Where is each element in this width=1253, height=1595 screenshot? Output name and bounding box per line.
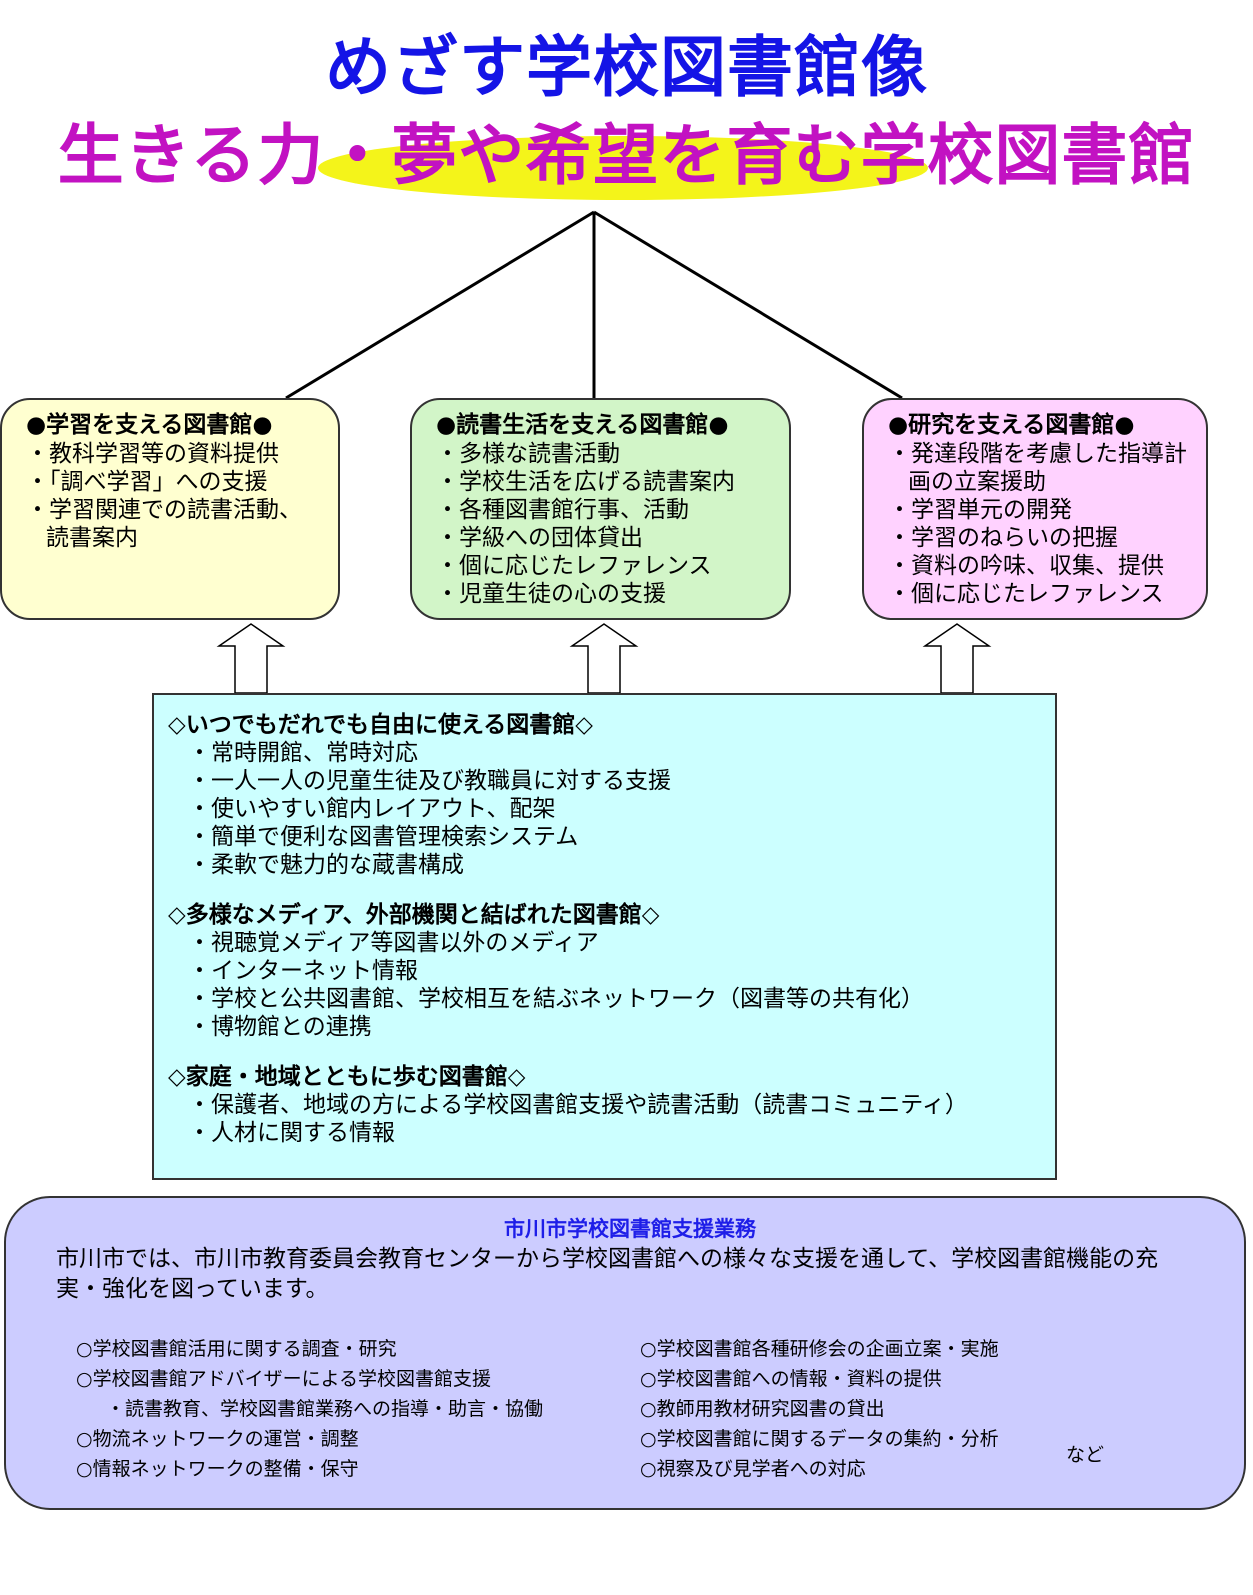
list-item: 人材に関する情報 <box>188 1119 1041 1147</box>
support-item: 教師用教材研究図書の貸出 <box>640 1394 1204 1424</box>
subtitle: 生きる力・夢や希望を育む学校図書館 <box>57 117 1196 194</box>
support-subitem: 読書教育、学校図書館業務への指導・助言・協働 <box>76 1394 640 1424</box>
line-to-research <box>593 210 903 400</box>
support-item: 学校図書館各種研修会の企画立案・実施 <box>640 1334 1204 1364</box>
section-list: 保護者、地域の方による学校図書館支援や読書活動（読書コミュニティ） 人材に関する… <box>168 1091 1041 1147</box>
list-item: 視聴覚メディア等図書以外のメディア <box>188 929 1041 957</box>
support-description: 市川市では、市川市教育委員会教育センターから学校図書館への様々な支援を通して、学… <box>56 1246 1159 1302</box>
list-item: 学習単元の開発 <box>888 496 1192 524</box>
list-item: 一人一人の児童生徒及び教職員に対する支援 <box>188 767 1041 795</box>
subtitle-highlight <box>318 136 928 200</box>
connector-diagram <box>216 210 992 694</box>
arrow-to-read <box>569 623 639 694</box>
list-item: 常時開館、常時対応 <box>188 739 1041 767</box>
support-item: 学校図書館活用に関する調査・研究 <box>76 1334 640 1364</box>
list-item: 資料の吟味、収集、提供 <box>888 552 1192 580</box>
up-arrows <box>216 623 992 694</box>
support-item: 物流ネットワークの運営・調整 <box>76 1424 640 1454</box>
list-item: 博物館との連携 <box>188 1013 1041 1041</box>
list-item: インターネット情報 <box>188 957 1041 985</box>
list-item: 個に応じたレファレンス <box>888 580 1192 608</box>
support-item: 学校図書館アドバイザーによる学校図書館支援 <box>76 1364 640 1394</box>
section-heading: ◇多様なメディア、外部機関と結ばれた図書館◇ <box>168 902 660 928</box>
list-item: 学校生活を広げる読書案内 <box>436 468 775 496</box>
arrow-to-research <box>922 623 992 694</box>
tree-lines <box>285 210 903 400</box>
etc-label: など <box>1066 1444 1105 1466</box>
list-item: 多様な読書活動 <box>436 440 775 468</box>
pillar-list: 多様な読書活動 学校生活を広げる読書案内 各種図書館行事、活動 学級への団体貸出… <box>436 440 775 608</box>
pillar-research-support: ●研究を支える図書館● 発達段階を考慮した指導計画の立案援助 学習単元の開発 学… <box>862 398 1208 620</box>
support-columns: 学校図書館活用に関する調査・研究 学校図書館アドバイザーによる学校図書館支援 読… <box>56 1334 1204 1484</box>
foundation-section: ◇家庭・地域とともに歩む図書館◇ 保護者、地域の方による学校図書館支援や読書活動… <box>168 1063 1041 1147</box>
section-list: 常時開館、常時対応 一人一人の児童生徒及び教職員に対する支援 使いやすい館内レイ… <box>168 739 1041 879</box>
pillar-heading: ●研究を支える図書館● <box>888 412 1135 438</box>
list-item: 使いやすい館内レイアウト、配架 <box>188 795 1041 823</box>
section-heading: ◇家庭・地域とともに歩む図書館◇ <box>168 1064 526 1090</box>
support-title: 市川市学校図書館支援業務 <box>504 1217 756 1241</box>
list-item: 発達段階を考慮した指導計画の立案援助 <box>888 440 1192 496</box>
pillar-heading: ●学習を支える図書館● <box>26 412 273 438</box>
list-item: 学級への団体貸出 <box>436 524 775 552</box>
section-list: 視聴覚メディア等図書以外のメディア インターネット情報 学校と公共図書館、学校相… <box>168 929 1041 1041</box>
support-item: 情報ネットワークの整備・保守 <box>76 1454 640 1484</box>
pillar-reading-support: ●読書生活を支える図書館● 多様な読書活動 学校生活を広げる読書案内 各種図書館… <box>410 398 791 620</box>
list-item: 学校と公共図書館、学校相互を結ぶネットワーク（図書等の共有化） <box>188 985 1041 1013</box>
list-item: 保護者、地域の方による学校図書館支援や読書活動（読書コミュニティ） <box>188 1091 1041 1119</box>
main-title: めざす学校図書館像 <box>325 29 928 106</box>
list-item: 個に応じたレファレンス <box>436 552 775 580</box>
support-services-box: 市川市学校図書館支援業務 市川市では、市川市教育委員会教育センターから学校図書館… <box>4 1196 1246 1510</box>
list-item: 柔軟で魅力的な蔵書構成 <box>188 851 1041 879</box>
list-item: 各種図書館行事、活動 <box>436 496 775 524</box>
support-item: 学校図書館に関するデータの集約・分析 <box>640 1424 1204 1454</box>
list-item: 学習関連での読書活動、読書案内 <box>26 496 324 552</box>
support-item: 視察及び見学者への対応 <box>640 1454 1204 1484</box>
foundation-box: ◇いつでもだれでも自由に使える図書館◇ 常時開館、常時対応 一人一人の児童生徒及… <box>152 693 1057 1180</box>
pillar-list: 発達段階を考慮した指導計画の立案援助 学習単元の開発 学習のねらいの把握 資料の… <box>888 440 1192 608</box>
support-item: 学校図書館への情報・資料の提供 <box>640 1364 1204 1394</box>
pillar-learning-support: ●学習を支える図書館● 教科学習等の資料提供 「調べ学習」への支援 学習関連での… <box>0 398 340 620</box>
pillar-list: 教科学習等の資料提供 「調べ学習」への支援 学習関連での読書活動、読書案内 <box>26 440 324 552</box>
support-column-right: 学校図書館各種研修会の企画立案・実施 学校図書館への情報・資料の提供 教師用教材… <box>640 1334 1204 1484</box>
section-heading: ◇いつでもだれでも自由に使える図書館◇ <box>168 712 593 738</box>
list-item: 簡単で便利な図書管理検索システム <box>188 823 1041 851</box>
foundation-section: ◇いつでもだれでも自由に使える図書館◇ 常時開館、常時対応 一人一人の児童生徒及… <box>168 711 1041 879</box>
list-item: 教科学習等の資料提供 <box>26 440 324 468</box>
list-item: 児童生徒の心の支援 <box>436 580 775 608</box>
line-to-learn <box>285 210 595 400</box>
list-item: 「調べ学習」への支援 <box>26 468 324 496</box>
pillar-heading: ●読書生活を支える図書館● <box>436 412 729 438</box>
support-column-left: 学校図書館活用に関する調査・研究 学校図書館アドバイザーによる学校図書館支援 読… <box>76 1334 640 1484</box>
arrow-to-learn <box>216 623 286 694</box>
list-item: 学習のねらいの把握 <box>888 524 1192 552</box>
foundation-section: ◇多様なメディア、外部機関と結ばれた図書館◇ 視聴覚メディア等図書以外のメディア… <box>168 901 1041 1041</box>
